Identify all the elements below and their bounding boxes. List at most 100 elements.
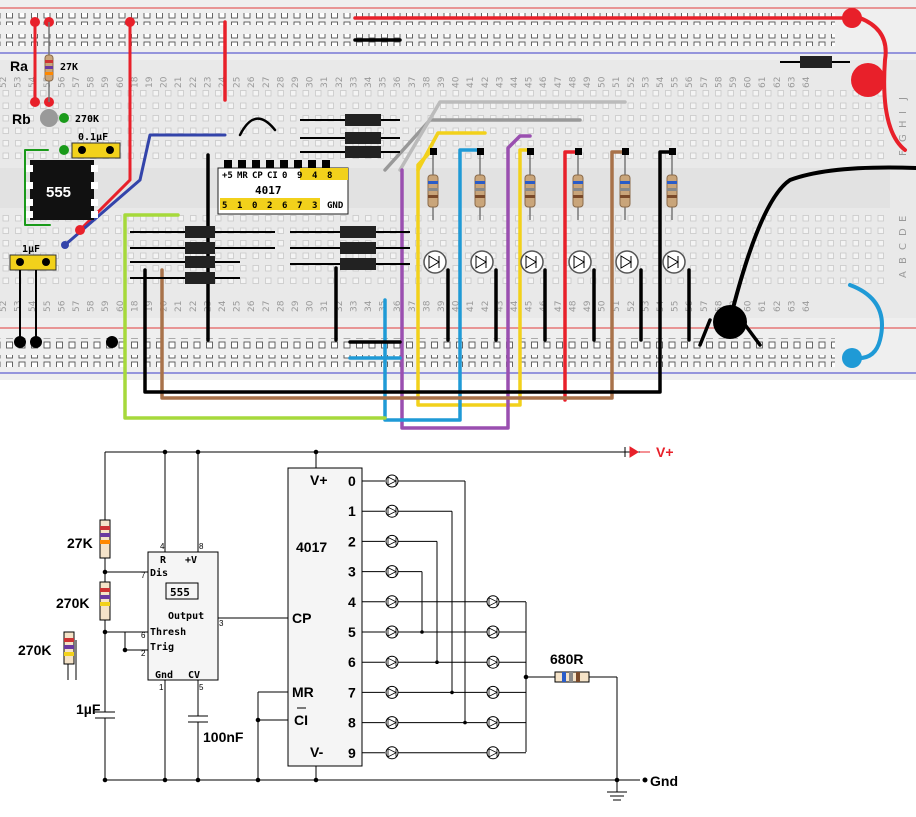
column-number: 52 [627, 77, 637, 88]
column-number: 46 [539, 76, 549, 88]
column-number: 64 [802, 300, 812, 312]
led-symbol [488, 748, 498, 758]
led-symbol [488, 627, 498, 637]
column-number: 54 [656, 76, 666, 88]
column-number: 53 [641, 77, 651, 88]
counter-top-pin: MR [237, 171, 248, 181]
column-number: 56 [685, 76, 695, 88]
column-number: 57 [700, 77, 710, 88]
resistor-band [475, 188, 485, 191]
pin [430, 148, 437, 155]
column-number: 22 [189, 301, 199, 312]
column-number: 31 [320, 77, 330, 88]
counter-ci: CI [294, 712, 308, 728]
row-letter: H [898, 120, 909, 128]
row-letter: F [898, 150, 909, 156]
counter-top-pin: 4 [312, 171, 318, 181]
counter-output-label: 9 [348, 745, 356, 761]
column-number: 58 [714, 300, 724, 312]
counter-bottom-pin: 3 [312, 201, 317, 211]
column-number: 53 [641, 301, 651, 312]
column-number: 28 [276, 76, 286, 88]
diode-symbol [387, 748, 397, 758]
timer-pin-cv: CV [188, 670, 200, 681]
pin [669, 148, 676, 155]
column-number: 45 [525, 77, 535, 88]
pin [622, 148, 629, 155]
column-number: 57 [72, 301, 82, 312]
counter-top-pin: CP [252, 171, 263, 181]
counter-cp: CP [292, 610, 311, 626]
column-number: 36 [393, 76, 403, 88]
column-number: 18 [130, 76, 140, 88]
pin [477, 148, 484, 155]
counter-top-pin: CI [267, 171, 278, 181]
column-number: 56 [57, 76, 67, 88]
column-number: 18 [130, 300, 140, 312]
counter-top-pin: 9 [297, 171, 302, 181]
led-symbol [488, 657, 498, 667]
ra-value: 27K [60, 62, 78, 73]
resistor-band [667, 181, 677, 184]
column-number: 48 [568, 76, 578, 88]
column-number: 58 [87, 300, 97, 312]
column-number: 53 [14, 301, 24, 312]
c2-label: 100nF [203, 729, 244, 745]
column-number: 58 [87, 76, 97, 88]
column-number: 57 [72, 77, 82, 88]
column-number: 55 [671, 301, 681, 312]
column-number: 63 [787, 77, 797, 88]
counter-output-label: 3 [348, 564, 356, 580]
column-number: 58 [714, 76, 724, 88]
resistor-band [573, 195, 583, 198]
column-number: 29 [291, 76, 301, 88]
column-number: 59 [101, 300, 111, 312]
resistor-band [428, 181, 438, 184]
column-number: 29 [291, 300, 301, 312]
column-number: 38 [422, 300, 432, 312]
c-big-label: 1µF [22, 244, 40, 255]
counter-bottom-pin: 7 [297, 201, 302, 211]
supply-label: V+ [656, 444, 674, 460]
counter-bottom-pin: 6 [282, 201, 287, 211]
column-number: 19 [145, 300, 155, 312]
row-letter: G [898, 134, 909, 142]
column-number: 39 [437, 300, 447, 312]
rb-value: 270K [75, 114, 99, 125]
counter-name: 4017 [296, 539, 327, 555]
pin [527, 148, 534, 155]
timer-pin-reset: R [160, 555, 167, 566]
led-symbol [488, 717, 498, 728]
led-symbol [525, 255, 537, 269]
counter-top-pin: 8 [327, 171, 332, 181]
column-number: 44 [510, 76, 520, 88]
diode-symbol [387, 506, 397, 516]
counter-vminus: V- [310, 744, 324, 760]
r1-label: 27K [67, 535, 93, 551]
column-number: 25 [233, 77, 243, 88]
column-number: 50 [598, 300, 608, 312]
counter-output-label: 6 [348, 654, 356, 670]
column-number: 25 [233, 301, 243, 312]
timer-pinnum-dis: 7 [141, 571, 146, 580]
timer-pin-thresh: Thresh [150, 627, 186, 638]
column-number: 64 [802, 76, 812, 88]
resistor-band [525, 181, 535, 184]
timer-pinnum-reset: 4 [160, 542, 165, 551]
resistor-band [620, 181, 630, 184]
ground-label: Gnd [650, 773, 678, 789]
led-symbol [428, 255, 440, 269]
row-letter: J [898, 97, 909, 101]
resistor-band [475, 181, 485, 184]
row-letter: C [898, 243, 909, 250]
junction [435, 660, 439, 664]
column-number: 47 [554, 301, 564, 312]
schematic [63, 446, 650, 801]
column-number: 48 [568, 300, 578, 312]
column-number: 42 [481, 77, 491, 88]
column-number: 19 [145, 76, 155, 88]
resistor-band [573, 188, 583, 191]
column-number: 27 [262, 77, 272, 88]
resistor-band [428, 188, 438, 191]
